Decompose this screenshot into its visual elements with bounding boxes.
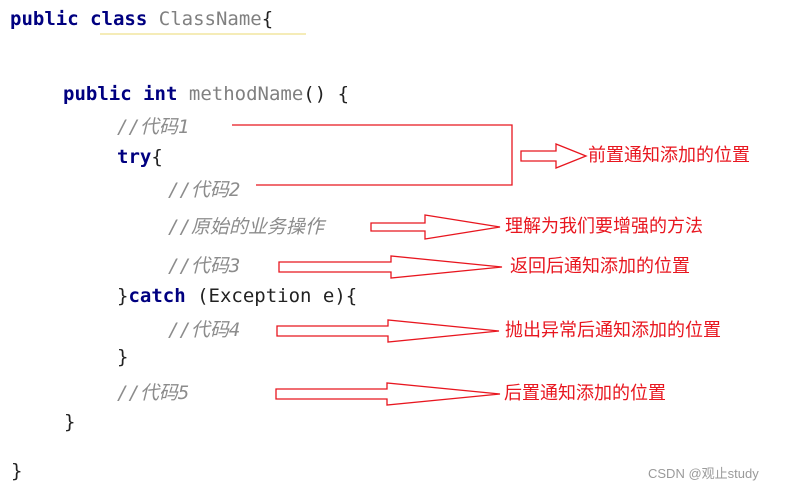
class-name-highlight [100, 33, 306, 35]
catch-params: (Exception e){ [185, 285, 358, 307]
after-arrow [275, 382, 501, 406]
try-close-brace: } [117, 285, 129, 307]
method-close-brace: } [64, 411, 76, 433]
annotation-enhance: 理解为我们要增强的方法 [505, 216, 703, 237]
class-close-brace: } [11, 460, 23, 482]
enhance-arrow [370, 214, 501, 240]
class-declaration: public class ClassName{ [10, 7, 273, 31]
int-keyword: int [143, 83, 178, 105]
annotation-after: 后置通知添加的位置 [504, 383, 666, 404]
watermark: CSDN @观止study [648, 466, 759, 481]
public-keyword-method: public [63, 83, 132, 105]
comment-code3: //代码3 [168, 255, 241, 277]
method-parens: () { [303, 83, 350, 105]
annotation-after-returning: 返回后通知添加的位置 [510, 256, 690, 277]
annotation-before: 前置通知添加的位置 [588, 145, 750, 166]
comment-business: //原始的业务操作 [168, 216, 324, 238]
catch-close-brace: } [117, 346, 129, 368]
after-returning-arrow [278, 255, 503, 279]
catch-line: }catch (Exception e){ [117, 284, 357, 308]
class-name: ClassName [158, 8, 262, 30]
class-keyword: class [90, 8, 148, 30]
try-open-brace: { [151, 146, 163, 168]
after-throwing-arrow [276, 319, 500, 343]
try-line: try{ [117, 145, 163, 169]
method-name: methodName [188, 83, 304, 105]
comment-code5: //代码5 [117, 382, 190, 404]
method-declaration: public int methodName() { [63, 82, 349, 106]
comment-code1: //代码1 [117, 116, 190, 138]
try-keyword: try [117, 146, 152, 168]
comment-code4: //代码4 [168, 319, 241, 341]
class-open-brace: { [261, 8, 274, 30]
before-arrow [520, 143, 588, 169]
catch-keyword: catch [128, 285, 186, 307]
annotation-after-throwing: 抛出异常后通知添加的位置 [505, 320, 721, 341]
before-bracket-line [232, 124, 513, 186]
comment-code2: //代码2 [168, 179, 241, 201]
public-keyword: public [10, 8, 79, 30]
